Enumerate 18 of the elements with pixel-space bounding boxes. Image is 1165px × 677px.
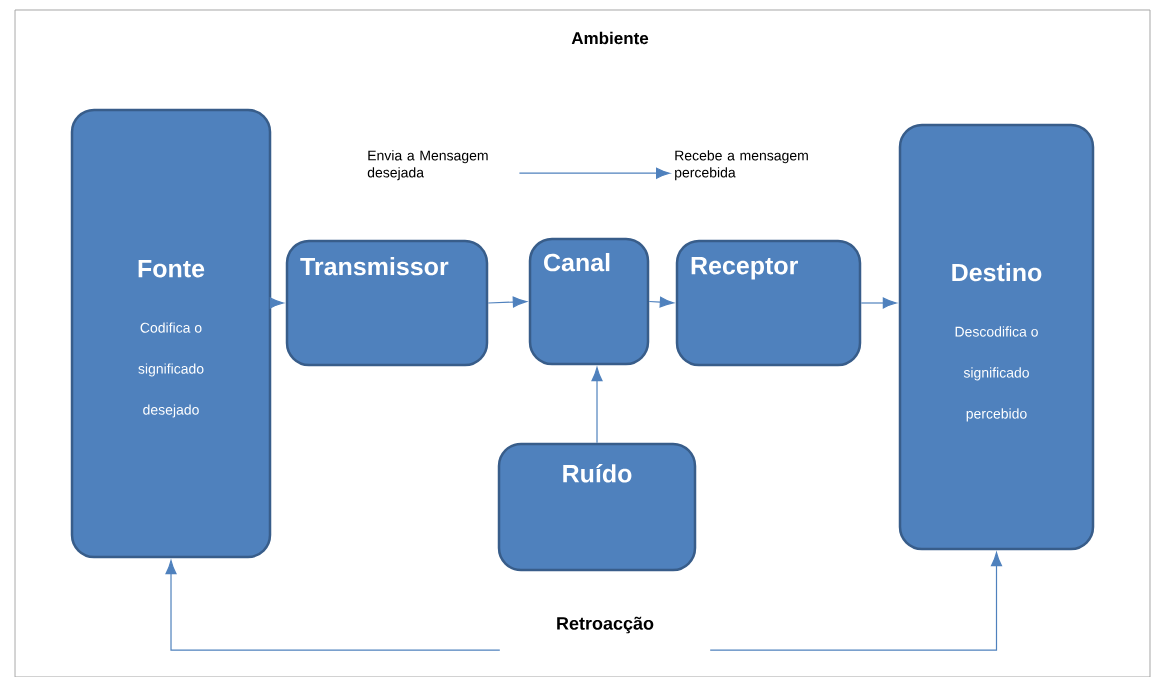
process-box: Destino Descodifica o significado percebido (898, 123, 1095, 551)
arrow (165, 560, 501, 651)
arrow (487, 296, 527, 308)
environment-label: Ambiente (571, 31, 649, 45)
arrow (860, 297, 897, 309)
process-box: Canal (528, 237, 650, 366)
arrow (518, 167, 671, 179)
process-box: Receptor (675, 239, 862, 367)
feedback-label: Retroacção (557, 616, 654, 634)
process-box: Fonte Codifica o significado desejado (70, 108, 272, 559)
message-text: Recebe a mensagem percebida (675, 150, 808, 181)
arrow (269, 297, 284, 309)
process-box: Ruído (497, 442, 697, 572)
message-text: Envia a Mensagem desejada (367, 150, 488, 181)
arrow (709, 552, 1003, 651)
process-box: Transmissor (285, 239, 489, 367)
arrow (591, 367, 603, 444)
arrow (648, 296, 674, 308)
